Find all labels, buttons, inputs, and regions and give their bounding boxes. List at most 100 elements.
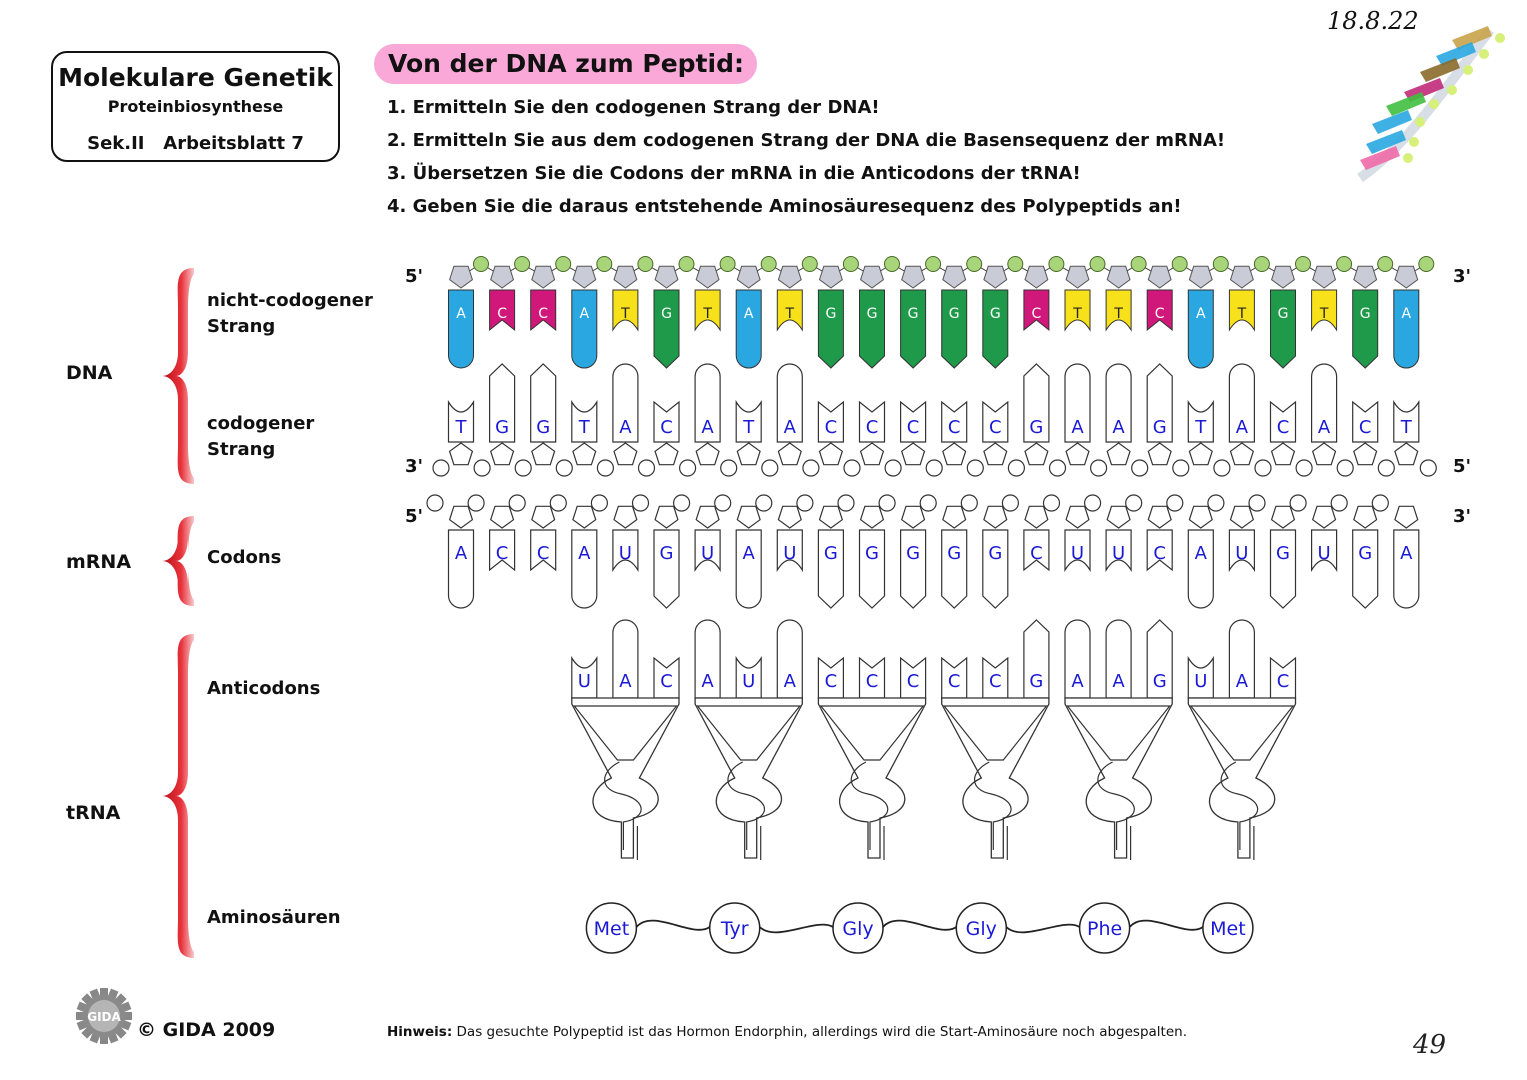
- sugar-pentagon: [531, 265, 556, 289]
- sugar-pentagon: [983, 265, 1008, 289]
- base-outline: [653, 529, 680, 609]
- phosphate-circle: [796, 494, 814, 512]
- phosphate-circle: [1131, 459, 1149, 477]
- base-outline: [694, 529, 721, 573]
- base-letter: A: [578, 543, 591, 564]
- anticodon-base: [1187, 655, 1214, 699]
- illustration-phosphate: [1463, 65, 1473, 75]
- base-letter: T: [620, 306, 630, 322]
- phosphate-circle: [1253, 256, 1270, 272]
- phosphate-circle: [426, 494, 444, 512]
- phosphate-circle: [1130, 256, 1147, 272]
- base-outline: [817, 529, 844, 609]
- anticodon-base: [612, 619, 639, 699]
- phosphate-circle: [1295, 459, 1313, 477]
- base-letter: G: [536, 417, 550, 438]
- base-outline: [1228, 363, 1255, 443]
- base-letter: A: [1400, 543, 1413, 564]
- base-outline: [612, 363, 639, 443]
- base-letter: G: [990, 306, 1001, 322]
- mrna-label: mRNA: [66, 551, 132, 573]
- phosphate-circle: [884, 256, 900, 272]
- sugar-pentagon: [613, 442, 638, 466]
- phosphate-circle: [919, 494, 937, 512]
- base-outline: [982, 529, 1009, 609]
- base-letter: A: [1195, 543, 1208, 564]
- base-outline: [817, 400, 844, 443]
- phosphate-circle: [884, 459, 902, 477]
- anticodon-base: [1228, 619, 1255, 699]
- logo-tooth: [100, 988, 108, 997]
- base-letter: C: [660, 671, 673, 692]
- gida-logo: GIDA: [76, 988, 132, 1044]
- base-letter: G: [988, 543, 1002, 564]
- base-outline: [1393, 399, 1420, 443]
- anticodons-label: Anticodons: [207, 678, 321, 699]
- base-outline: [1352, 400, 1379, 443]
- phosphate-circle: [678, 256, 695, 272]
- trna-inner-loop: [942, 705, 1048, 761]
- dna-illustration-icon: [1357, 26, 1505, 183]
- base-letter: U: [1194, 671, 1207, 692]
- phosphate-circle: [878, 494, 896, 512]
- ribose-pentagon: [531, 505, 556, 529]
- task-4: 4. Geben Sie die daraus entstehende Amin…: [387, 196, 1182, 217]
- trna-stem: [604, 761, 642, 850]
- sugar-pentagon: [572, 265, 597, 289]
- base-outline: [1311, 363, 1338, 443]
- worksheet-sheet-number: Sek.II Arbeitsblatt 7: [87, 133, 304, 154]
- logo-tooth: [76, 1012, 85, 1020]
- base-letter: T: [702, 306, 712, 322]
- base-letter: A: [619, 417, 632, 438]
- ribose-pentagon: [572, 505, 597, 529]
- phosphate-circle: [802, 459, 820, 477]
- base-g: [982, 289, 1009, 369]
- phosphate-circle: [1048, 256, 1065, 272]
- phosphate-circle: [761, 459, 779, 477]
- ribose-pentagon: [654, 505, 679, 529]
- illustration-phosphate: [1495, 33, 1505, 43]
- phosphate-circle: [960, 494, 978, 512]
- sugar-pentagon: [1106, 265, 1131, 289]
- phosphate-circle: [1171, 256, 1188, 272]
- base-letter: A: [1402, 306, 1412, 322]
- base-letter: G: [947, 543, 961, 564]
- base-outline: [489, 529, 516, 572]
- sugar-pentagon: [1065, 442, 1090, 466]
- trna-stem: [973, 761, 1012, 850]
- phosphate-circle: [1042, 494, 1061, 512]
- trna-inner-loop: [1066, 705, 1171, 761]
- phosphate-circle: [1419, 459, 1437, 477]
- base-letter: U: [578, 671, 591, 692]
- base-letter: A: [701, 671, 714, 692]
- phosphate-circle: [555, 459, 573, 477]
- amino-acid-circle: [955, 902, 1008, 954]
- base-letter: A: [580, 306, 590, 322]
- phosphate-circle: [1001, 494, 1020, 512]
- base-letter: C: [825, 671, 838, 692]
- base-letter: C: [1155, 306, 1165, 322]
- base-letter: C: [1030, 543, 1043, 564]
- ribose-pentagon: [777, 505, 802, 529]
- trna-body: [1064, 697, 1173, 859]
- phosphate-circle: [1295, 256, 1311, 272]
- phosphate-circle: [596, 459, 615, 477]
- base-letter: G: [824, 543, 838, 564]
- base-outline: [1228, 529, 1255, 573]
- illustration-base: [1360, 146, 1400, 170]
- mrna-5prime-label: 5': [405, 506, 424, 527]
- base-letter: A: [1112, 417, 1125, 438]
- base-letter: T: [1319, 306, 1329, 322]
- base-letter: C: [1359, 417, 1372, 438]
- task-3: 3. Übersetzen Sie die Codons der mRNA in…: [387, 163, 1081, 184]
- phosphate-circle: [1212, 256, 1229, 272]
- phosphate-circle: [473, 459, 491, 477]
- base-letter: U: [742, 671, 755, 692]
- base-g: [653, 289, 680, 369]
- base-outline: [1023, 363, 1050, 443]
- amino-acid-circle: [708, 902, 761, 954]
- worksheet-title-box: Molekulare Genetik Proteinbiosynthese Se…: [51, 51, 340, 162]
- base-outline: [900, 529, 927, 609]
- sugar-pentagon: [1394, 442, 1419, 466]
- base-a: [1187, 289, 1214, 369]
